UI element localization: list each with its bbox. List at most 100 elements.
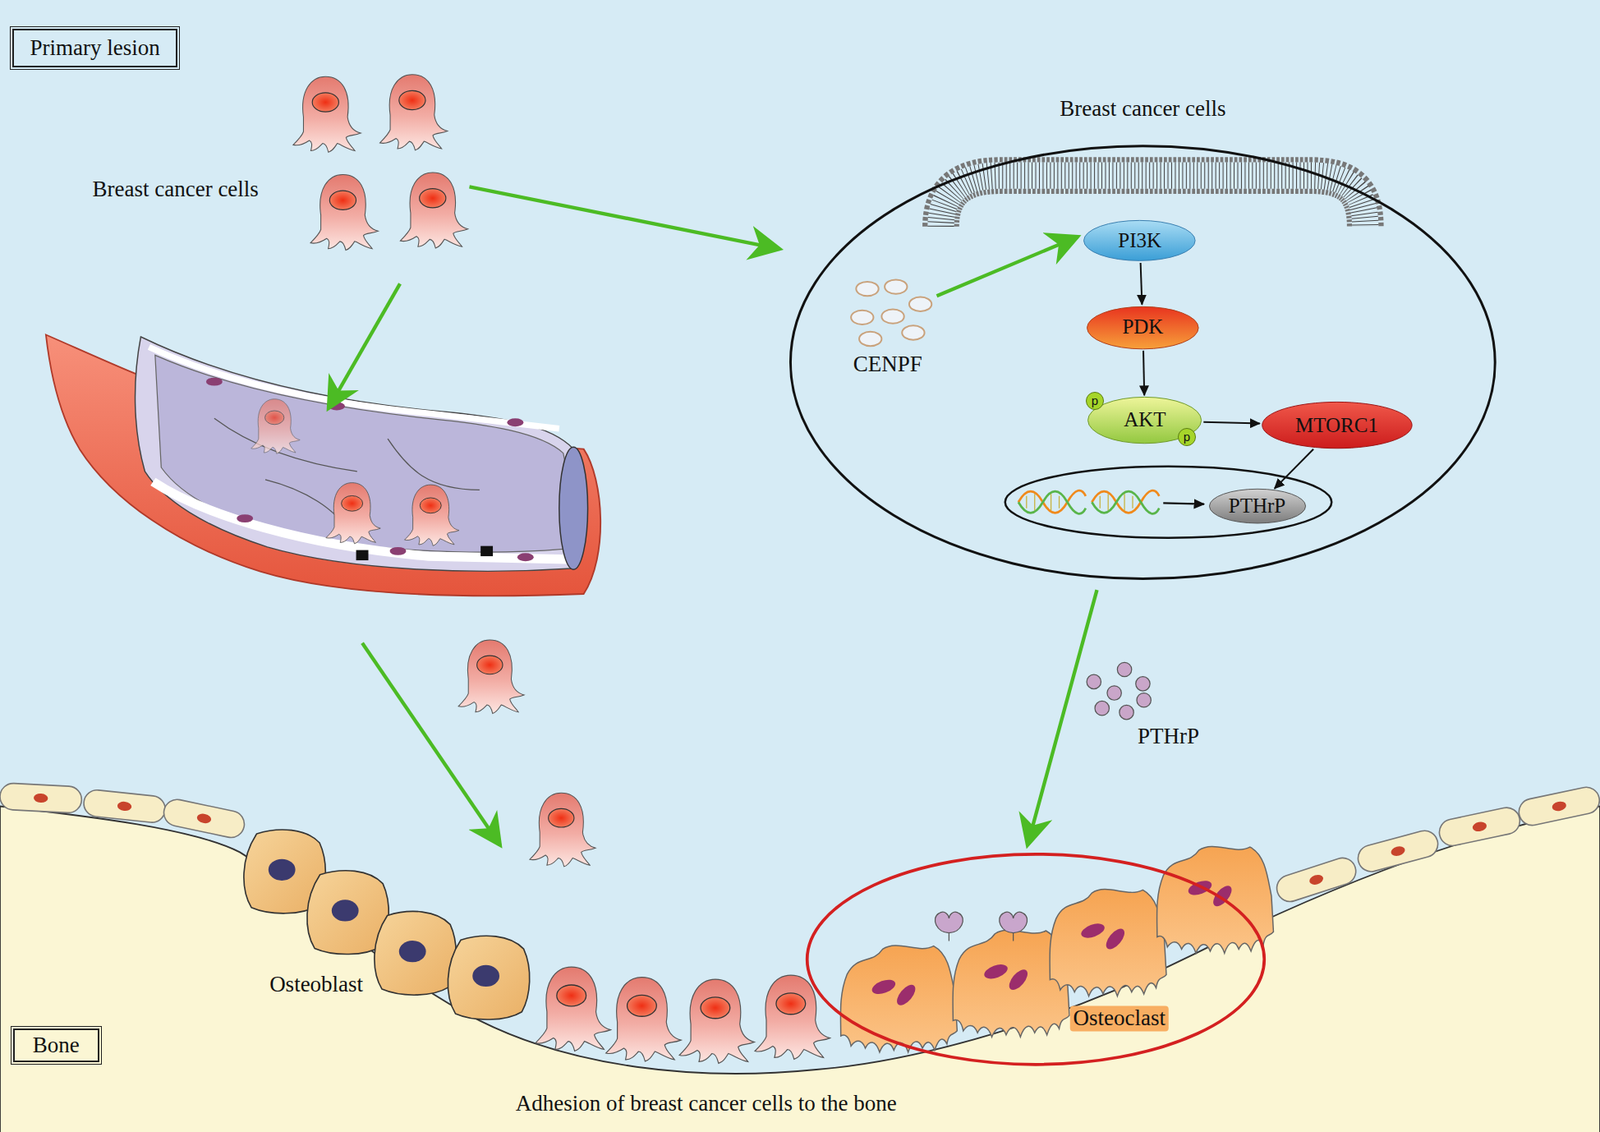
dna-helix-part: [1026, 493, 1133, 511]
cell-label: Osteoclast: [1070, 1005, 1169, 1031]
region-box: Bone: [13, 1028, 101, 1063]
phospho-mark: p: [1177, 427, 1196, 446]
blood-vessel-part: [251, 399, 300, 455]
pthrp-particles: [1086, 662, 1151, 720]
pthrp-particles-part: [1117, 662, 1132, 676]
dna-helix-part: [1018, 490, 1086, 513]
highlight-ellipse: [807, 854, 1265, 1065]
nucleus-outline: [1005, 466, 1333, 538]
adhered-cancer-cells-part: [754, 974, 830, 1059]
phospho-mark: p: [1085, 391, 1104, 410]
blood-vessel-part: [404, 484, 460, 546]
blood-vessel-part: [356, 550, 369, 561]
node-outline: [1084, 220, 1196, 262]
pathway-node: MTORC1: [1261, 401, 1413, 449]
osteoblasts: [243, 829, 530, 1020]
circulating-cancer-cells-part: [529, 792, 596, 867]
process-arrows-part: [936, 236, 1077, 296]
lining-cells-part: [1273, 854, 1360, 905]
lining-cells-part: [1436, 804, 1522, 848]
receptors-part: [934, 911, 963, 941]
adhered-cancer-cells: [535, 966, 831, 1063]
primary-cancer-cells-part: [380, 74, 448, 151]
primary-cancer-cells-part: [293, 76, 361, 152]
pathway-node: PDK: [1086, 306, 1200, 350]
caption-label: Adhesion of breast cancer cells to the b…: [515, 1091, 897, 1118]
lining-cells-part: [82, 788, 166, 824]
process-arrows-part: [328, 283, 400, 409]
osteoblasts-part: [374, 910, 456, 995]
title-box: Primary lesion: [12, 28, 178, 68]
circulating-cancer-cells: [458, 639, 596, 867]
blood-vessel-part: [45, 334, 601, 596]
cenpf-vesicles-part: [884, 279, 907, 294]
cell-label: Osteoblast: [269, 971, 364, 998]
cenpf-vesicles-part: [901, 325, 925, 340]
primary-cancer-cells-part: [310, 174, 378, 250]
bone-region: [0, 805, 1600, 1132]
blood-vessel-part: [148, 346, 559, 428]
dna-helix: [1018, 490, 1205, 514]
pthrp-particles-part: [1094, 700, 1109, 715]
lining-cells-part: [1355, 827, 1441, 875]
receptors-part: [999, 911, 1028, 941]
node-outline: [790, 146, 1496, 580]
pthrp-particles-part: [1135, 676, 1150, 691]
osteoblasts-part: [447, 935, 529, 1020]
osteoclasts-part: [840, 945, 957, 1053]
osteoclasts-part: [1049, 889, 1167, 997]
cell-membrane-part: [940, 175, 1366, 227]
blood-vessel-part-part: [206, 377, 223, 387]
node-outline: [1261, 402, 1412, 449]
cenpf-vesicles: [850, 279, 932, 346]
blood-vessel-part: [152, 481, 567, 559]
cell-membrane: [940, 175, 1366, 227]
blood-vessel-part: [206, 377, 534, 562]
pthrp-particles-part: [1119, 704, 1134, 719]
receptors: [934, 911, 1027, 941]
lining-cells-part: [161, 796, 248, 840]
illustration-group: [0, 74, 1600, 1132]
protein-label: CENPF: [853, 351, 923, 378]
node-text: AKT: [1123, 408, 1166, 433]
node-outline: [1087, 306, 1200, 349]
lining-cells: [0, 782, 1600, 906]
pthrp-particles-part: [1107, 685, 1122, 700]
blood-vessel: [45, 334, 601, 596]
adhered-cancer-cells-part: [535, 966, 611, 1051]
blood-vessel-part: [480, 546, 493, 557]
blood-vessel-part: [155, 354, 570, 552]
adhered-cancer-cells-part: [606, 977, 681, 1062]
process-arrows-part: [468, 186, 780, 249]
pathway-node: PI3K: [1083, 220, 1196, 262]
cenpf-vesicles-part: [881, 308, 904, 323]
pthrp-particles-part: [1136, 693, 1151, 708]
blood-vessel-part-part: [390, 547, 407, 556]
cell-label: Breast cancer cells: [91, 177, 258, 203]
lining-cells-part: [0, 782, 83, 814]
lining-cells-part: [1516, 784, 1600, 828]
dna-helix-part: [1163, 502, 1205, 504]
node-text: PDK: [1121, 315, 1164, 340]
process-arrows: [328, 186, 1097, 845]
pthrp-particles-part: [1086, 674, 1101, 689]
adhered-cancer-cells-part: [679, 979, 755, 1063]
cell-membrane-part: [940, 175, 1366, 227]
node-text: PTHrP: [1228, 494, 1286, 519]
primary-cancer-cells-part: [400, 172, 468, 249]
blood-vessel-part: [326, 482, 381, 544]
blood-vessel-part-part: [236, 514, 253, 523]
cell-membrane-part: [940, 175, 1366, 227]
circulating-cancer-cells-part: [458, 639, 525, 714]
cenpf-vesicles-part: [850, 310, 874, 325]
blood-vessel-part: [559, 446, 589, 570]
pathway-arrow: [1203, 422, 1260, 424]
cenpf-vesicles-part: [859, 331, 882, 346]
blood-vessel-part: [135, 336, 584, 571]
cenpf-vesicles-part: [909, 297, 932, 312]
pathway-arrow: [1143, 350, 1145, 396]
pathway-arrow: [1140, 262, 1143, 305]
